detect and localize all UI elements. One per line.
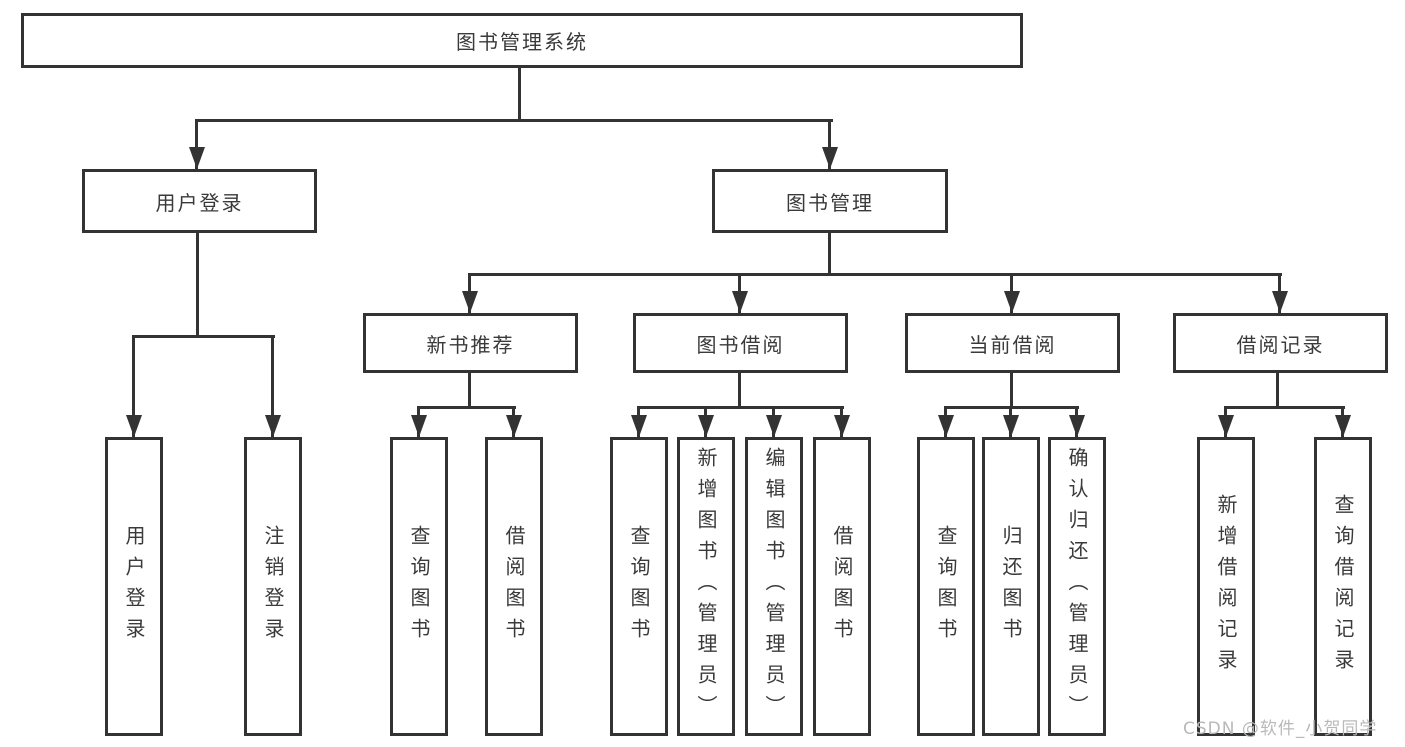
connector-login-stem — [196, 233, 199, 335]
node-cb-return-books: 归还图书 — [982, 437, 1040, 736]
node-current-borrow: 当前借阅 — [905, 313, 1120, 373]
node-new-book-rec: 新书推荐 — [363, 313, 578, 373]
arrowhead-cb-return — [1003, 415, 1019, 437]
arrowhead-br-add — [1218, 415, 1234, 437]
node-nbr-borrow-books: 借阅图书 — [485, 437, 543, 736]
node-bb-add-books-admin-label: 新增图书（管理员） — [694, 447, 718, 726]
arrowhead-user-login — [126, 415, 142, 437]
connector-br-branch — [1224, 406, 1345, 409]
node-br-query-record: 查询借阅记录 — [1314, 437, 1372, 736]
node-br-add-record: 新增借阅记录 — [1197, 437, 1255, 736]
node-bb-edit-books-admin-label: 编辑图书（管理员） — [762, 447, 786, 726]
arrowhead-book-mgmt — [822, 147, 838, 169]
node-user-login-group: 用户登录 — [82, 169, 317, 233]
node-br-query-record-label: 查询借阅记录 — [1331, 493, 1355, 680]
node-user-login: 用户登录 — [105, 437, 163, 736]
node-cb-return-books-label: 归还图书 — [999, 524, 1023, 649]
connector-drop-user-login-group — [195, 119, 198, 169]
arrowhead-nbr-borrow — [506, 415, 522, 437]
node-bb-borrow-books: 借阅图书 — [813, 437, 871, 736]
node-book-mgmt-label: 图书管理 — [786, 190, 874, 215]
node-bb-borrow-books-label: 借阅图书 — [830, 524, 854, 649]
node-current-borrow-label: 当前借阅 — [968, 332, 1057, 357]
node-cb-confirm-return-admin-label: 确认归还（管理员） — [1065, 447, 1089, 726]
connector-drop-logout — [271, 335, 274, 437]
node-logout: 注销登录 — [244, 437, 302, 736]
arrowhead-current-borrow — [1004, 291, 1020, 313]
node-nbr-borrow-books-label: 借阅图书 — [502, 524, 526, 649]
node-cb-query-books: 查询图书 — [917, 437, 975, 736]
node-book-borrow-label: 图书借阅 — [696, 332, 785, 357]
node-bb-query-books: 查询图书 — [610, 437, 668, 736]
arrowhead-bb-borrow — [834, 415, 850, 437]
arrowhead-bb-query — [631, 415, 647, 437]
node-br-add-record-label: 新增借阅记录 — [1214, 493, 1238, 680]
arrowhead-nbr-query — [411, 415, 427, 437]
connector-root-branch — [196, 119, 833, 122]
connector-drop-user-login — [132, 335, 135, 437]
node-nbr-query-books: 查询图书 — [390, 437, 448, 736]
node-user-login-group-label: 用户登录 — [155, 190, 244, 215]
node-bb-add-books-admin: 新增图书（管理员） — [677, 437, 735, 736]
node-bb-edit-books-admin: 编辑图书（管理员） — [745, 437, 803, 736]
connector-bb-branch — [637, 406, 844, 409]
node-nbr-query-books-label: 查询图书 — [407, 524, 431, 649]
connector-nbr-branch — [417, 406, 516, 409]
connector-drop-book-mgmt — [828, 119, 831, 169]
node-borrow-record: 借阅记录 — [1173, 313, 1388, 373]
arrowhead-br-query — [1335, 415, 1351, 437]
node-new-book-rec-label: 新书推荐 — [426, 332, 515, 357]
arrowhead-book-borrow — [732, 291, 748, 313]
arrowhead-cb-confirm — [1069, 415, 1085, 437]
node-book-borrow: 图书借阅 — [633, 313, 848, 373]
connector-login-branch — [132, 335, 275, 338]
node-user-login-label: 用户登录 — [122, 524, 146, 649]
node-root: 图书管理系统 — [21, 13, 1023, 68]
connector-mgmt-branch — [468, 273, 1282, 276]
node-book-mgmt: 图书管理 — [712, 169, 948, 233]
connector-mgmt-stem — [828, 233, 831, 273]
node-cb-confirm-return-admin: 确认归还（管理员） — [1048, 437, 1106, 736]
connector-nbr-stem — [468, 373, 471, 406]
connector-br-stem — [1276, 373, 1279, 406]
arrowhead-borrow-record — [1272, 291, 1288, 313]
node-borrow-record-label: 借阅记录 — [1236, 332, 1325, 357]
arrowhead-new-book-rec — [462, 291, 478, 313]
arrowhead-logout — [265, 415, 281, 437]
connector-root-stem — [518, 68, 521, 119]
node-cb-query-books-label: 查询图书 — [934, 524, 958, 649]
connector-cb-stem — [1010, 373, 1013, 406]
arrowhead-user-login-group — [189, 147, 205, 169]
csdn-watermark: CSDN @软件_小贺同学 — [1183, 719, 1378, 739]
arrowhead-cb-query — [938, 415, 954, 437]
connector-bb-stem — [738, 373, 741, 406]
arrowhead-bb-add — [698, 415, 714, 437]
arrowhead-bb-edit — [766, 415, 782, 437]
node-logout-label: 注销登录 — [261, 524, 285, 649]
node-root-label: 图书管理系统 — [456, 30, 588, 54]
node-bb-query-books-label: 查询图书 — [627, 524, 651, 649]
